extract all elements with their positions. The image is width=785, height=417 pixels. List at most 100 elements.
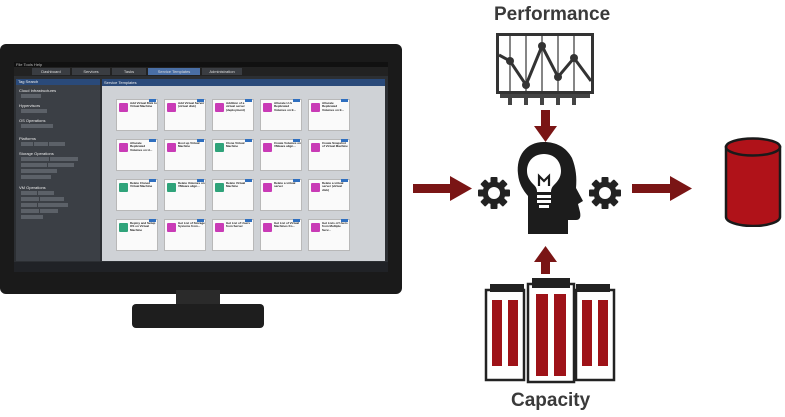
service-template-tile[interactable]: Allocate Replicated Volumes on H... <box>116 139 158 171</box>
template-icon <box>119 183 128 192</box>
service-template-tile[interactable]: Get List of Storage Systems from... <box>164 219 206 251</box>
template-badge <box>293 99 300 102</box>
template-icon <box>263 223 272 232</box>
template-title: Create Snapshot of Virtual Machine <box>322 141 348 149</box>
database-cylinder-icon <box>724 137 782 227</box>
sidebar-tag <box>21 94 41 98</box>
screen-tab-tasks: Tasks <box>112 68 146 75</box>
template-title: Boot up Virtual Machine <box>178 141 200 149</box>
template-badge <box>149 219 156 222</box>
screen-tab-service-templates: Service Templates <box>148 68 200 75</box>
template-title: Delete Virtual Machine <box>226 181 246 189</box>
template-badge <box>245 139 252 142</box>
performance-chart-icon <box>496 33 594 105</box>
template-icon <box>119 143 128 152</box>
arrow-shaft-input <box>413 184 453 193</box>
template-title: Allocate LUs Replicated Volumes on E... <box>274 101 297 112</box>
sidebar-tag <box>21 203 37 207</box>
service-template-tile[interactable]: Get List of Users from Server <box>212 219 254 251</box>
arrow-head-capacity <box>534 246 557 262</box>
monitor-screen: File Tools Help Dashboard Services Tasks… <box>14 62 388 272</box>
template-badge <box>341 219 348 222</box>
arrow-shaft-capacity <box>541 260 550 274</box>
arrow-head-input <box>450 176 472 201</box>
template-icon <box>215 143 224 152</box>
sidebar-tag <box>49 142 65 146</box>
service-template-tile[interactable]: Create Volumes on VMware align... <box>260 139 302 171</box>
service-template-tile[interactable]: Deploy and Setup OS on Virtual Machine <box>116 219 158 251</box>
sidebar-tag <box>50 157 78 161</box>
template-icon <box>263 183 272 192</box>
screen-bottom-bar <box>14 262 388 272</box>
sidebar-tag <box>21 169 57 173</box>
sidebar-tag <box>40 209 58 213</box>
sidebar-title: Tag Search <box>16 79 100 85</box>
template-icon <box>263 143 272 152</box>
service-template-tile[interactable]: Delete Cloned Virtual Machine <box>116 179 158 211</box>
template-icon <box>167 223 176 232</box>
template-badge <box>293 179 300 182</box>
service-template-tile[interactable]: Add Virtual Server (virtual disk) <box>164 99 206 131</box>
template-title: Create Volumes on VMware align... <box>274 141 301 149</box>
template-title: Allocate Replicated Volumes on H... <box>130 141 153 152</box>
template-badge <box>149 99 156 102</box>
template-badge <box>341 179 348 182</box>
screen-main-panel: Service Templates Add Virtual Disk to Vi… <box>102 79 385 261</box>
template-title: Get List of Storage Systems from... <box>178 221 205 229</box>
template-icon <box>263 103 272 112</box>
arrow-shaft-performance <box>541 110 550 128</box>
right-gear-icon <box>589 177 621 209</box>
screen-tab-services: Services <box>72 68 110 75</box>
template-icon <box>167 103 176 112</box>
service-template-tile[interactable]: Delete Volumes on VMware align... <box>164 179 206 211</box>
service-template-tile[interactable]: Clone Virtual Machine <box>212 139 254 171</box>
sidebar-tag <box>34 142 48 146</box>
capacity-label: Capacity <box>511 390 591 411</box>
sidebar-section-os: OS Operations <box>19 118 46 123</box>
service-template-tile[interactable]: Get List of Virtual Machines fro... <box>260 219 302 251</box>
sidebar-tag <box>38 203 68 207</box>
sidebar-section-storage: Storage Operations <box>19 151 54 156</box>
service-template-tile[interactable]: Addition of a virtual server (deployment… <box>212 99 254 131</box>
template-title: Get List of Users from Server <box>226 221 251 229</box>
sidebar-tag <box>38 191 54 195</box>
main-title: Service Templates <box>102 79 385 86</box>
template-badge <box>293 139 300 142</box>
service-template-tile[interactable]: Delete Virtual Machine <box>212 179 254 211</box>
sidebar-tag <box>21 124 53 128</box>
template-badge <box>197 219 204 222</box>
sidebar-tag <box>40 197 64 201</box>
service-template-tile[interactable]: Add Virtual Disk to Virtual Machine <box>116 99 158 131</box>
service-template-tile[interactable]: Delete a virtual server (virtual disk) <box>308 179 350 211</box>
service-template-tile[interactable]: Allocate Replicated Volumes on E... <box>308 99 350 131</box>
template-title: Delete Volumes on VMware align... <box>178 181 205 189</box>
screen-tabbar <box>14 67 388 76</box>
service-template-tile[interactable]: Get Lists of Users from Multiple Serv... <box>308 219 350 251</box>
sidebar-tag <box>21 197 39 201</box>
template-badge <box>197 179 204 182</box>
screen-sidebar: Tag Search Cloud Infrastructures Hypervi… <box>16 79 100 261</box>
sidebar-section-platforms: Platforms <box>19 136 36 141</box>
template-badge <box>149 179 156 182</box>
template-title: Deploy and Setup OS on Virtual Machine <box>130 221 156 232</box>
sidebar-tag <box>21 142 33 146</box>
template-icon <box>119 223 128 232</box>
template-title: Add Virtual Disk to Virtual Machine <box>130 101 157 109</box>
template-title: Clone Virtual Machine <box>226 141 245 149</box>
sidebar-section-vm: VM Operations <box>19 185 46 190</box>
performance-label: Performance <box>494 4 611 25</box>
template-title: Delete a virtual server <box>274 181 296 189</box>
template-badge <box>341 139 348 142</box>
service-template-tile[interactable]: Delete a virtual server <box>260 179 302 211</box>
service-template-tile[interactable]: Allocate LUs Replicated Volumes on E... <box>260 99 302 131</box>
screen-menubar: File Tools Help <box>14 62 388 67</box>
service-template-tile[interactable]: Boot up Virtual Machine <box>164 139 206 171</box>
template-icon <box>311 103 320 112</box>
template-icon <box>215 223 224 232</box>
arrow-head-performance <box>534 126 557 142</box>
sidebar-tag <box>21 163 47 167</box>
screen-tab-administration: Administration <box>202 68 242 75</box>
servers-icon <box>484 278 616 384</box>
template-icon <box>167 143 176 152</box>
service-template-tile[interactable]: Create Snapshot of Virtual Machine <box>308 139 350 171</box>
